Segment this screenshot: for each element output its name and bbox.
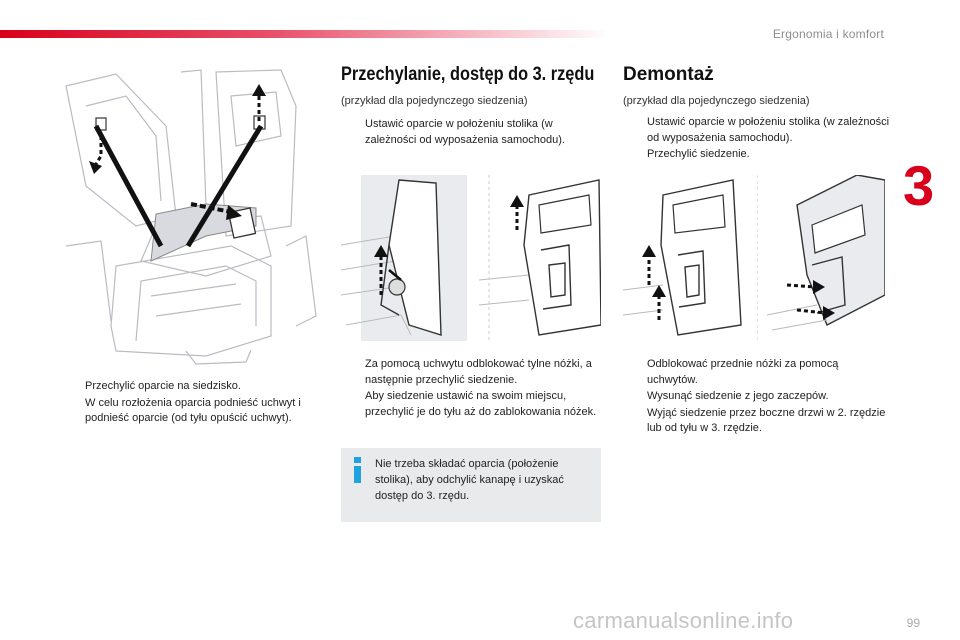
removal-instructions-top: Ustawić oparcie w położeniu stolika (w z… xyxy=(623,115,893,164)
instruction-text: Ustawić oparcie w położeniu stolika (w z… xyxy=(647,116,890,144)
info-text: Nie trzeba składać oparcia (położenie st… xyxy=(375,458,564,502)
tilt-seat-forward-illustration xyxy=(479,175,601,341)
info-note: Nie trzeba składać oparcia (położenie st… xyxy=(341,448,601,522)
removal-section-title: Demontaż xyxy=(623,64,714,85)
left-instructions: Przechylić oparcie na siedzisko. W celu … xyxy=(61,379,323,428)
instruction-text: Wysunąć siedzenie z jego zaczepów. xyxy=(647,390,829,402)
list-item: Przechylić siedzenie. xyxy=(623,147,893,163)
list-item: Wyjąć siedzenie przez boczne drzwi w 2. … xyxy=(623,406,888,437)
list-item: Przechylić oparcie na siedzisko. xyxy=(61,379,323,395)
instruction-text: Wyjąć siedzenie przez boczne drzwi w 2. … xyxy=(647,406,886,435)
list-item: Wysunąć siedzenie z jego zaczepów. xyxy=(623,389,888,405)
tilt-rear-leg-illustration xyxy=(341,175,467,341)
instruction-text: Odblokować przednie nóżki za pomocą uchw… xyxy=(647,358,839,386)
seat-folding-illustration xyxy=(56,66,322,368)
removal-front-leg-illustration xyxy=(623,175,747,341)
watermark: carmanualsonline.info xyxy=(573,608,794,633)
list-item: Za pomocą uchwytu odblokować tylne nóżki… xyxy=(341,357,603,388)
tilt-subtitle: (przykład dla pojedynczego siedzenia) xyxy=(341,95,528,107)
page-number: 99 xyxy=(906,616,920,630)
list-item: Ustawić oparcie w położeniu stolika (w z… xyxy=(623,115,893,146)
instruction-text: Przechylić oparcie na siedzisko. xyxy=(85,380,241,392)
info-icon xyxy=(353,457,363,483)
instruction-text: Aby siedzenie ustawić na swoim miejscu, … xyxy=(365,390,597,418)
list-item: Ustawić oparcie w położeniu stolika (w z… xyxy=(341,117,601,148)
removal-slide-out-illustration xyxy=(757,175,885,341)
list-item: Odblokować przednie nóżki za pomocą uchw… xyxy=(623,357,888,388)
chapter-number: 3 xyxy=(903,154,935,217)
section-title: Ergonomia i komfort xyxy=(772,27,884,41)
instruction-text: Przechylić siedzenie. xyxy=(647,148,750,160)
tilt-section-title: Przechylanie, dostęp do 3. rzędu xyxy=(341,64,595,85)
removal-subtitle: (przykład dla pojedynczego siedzenia) xyxy=(623,95,810,107)
list-item: W celu rozłożenia oparcia podnieść uchwy… xyxy=(61,396,323,427)
instruction-text: Za pomocą uchwytu odblokować tylne nóżki… xyxy=(365,358,592,386)
list-item: Aby siedzenie ustawić na swoim miejscu, … xyxy=(341,389,603,420)
tilt-instructions-bottom: Za pomocą uchwytu odblokować tylne nóżki… xyxy=(341,357,603,421)
removal-instructions-bottom: Odblokować przednie nóżki za pomocą uchw… xyxy=(623,357,888,438)
header-accent-bar xyxy=(0,30,610,38)
tilt-instructions-top: Ustawić oparcie w położeniu stolika (w z… xyxy=(341,117,601,149)
instruction-text: W celu rozłożenia oparcia podnieść uchwy… xyxy=(85,396,301,425)
instruction-text: Ustawić oparcie w położeniu stolika (w z… xyxy=(365,118,565,146)
